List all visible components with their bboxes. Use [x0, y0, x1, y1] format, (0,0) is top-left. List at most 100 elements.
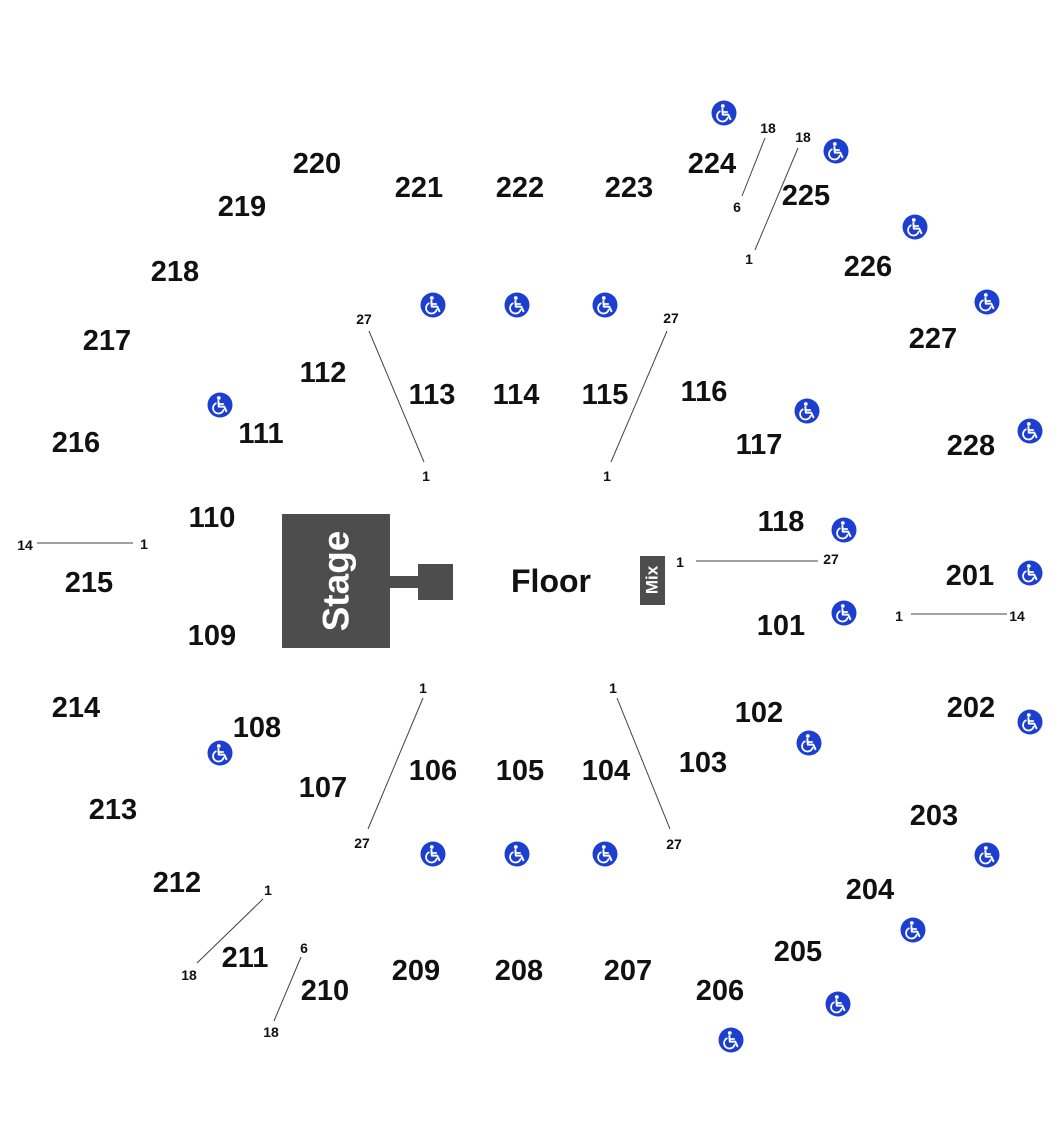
wheelchair-accessible-icon[interactable]	[973, 288, 1001, 316]
row-label-116-top: 27	[663, 310, 679, 326]
row-label-210-top: 6	[300, 940, 308, 956]
wheelchair-accessible-icon[interactable]	[419, 291, 447, 319]
section-223[interactable]: 223	[605, 172, 653, 204]
section-106[interactable]: 106	[409, 755, 457, 787]
row-label-212-top: 1	[264, 882, 272, 898]
mix-label: Mix	[643, 565, 662, 594]
section-204[interactable]: 204	[846, 874, 894, 906]
section-221[interactable]: 221	[395, 172, 443, 204]
section-206[interactable]: 206	[696, 975, 744, 1007]
section-116[interactable]: 116	[681, 376, 728, 408]
row-label-224-bottom: 6	[733, 199, 741, 215]
section-207[interactable]: 207	[604, 955, 652, 987]
section-113[interactable]: 113	[409, 379, 456, 411]
wheelchair-accessible-icon[interactable]	[830, 516, 858, 544]
row-line-106	[367, 697, 424, 830]
section-107[interactable]: 107	[299, 772, 347, 804]
section-205[interactable]: 205	[774, 936, 822, 968]
section-101[interactable]: 101	[757, 610, 805, 642]
section-226[interactable]: 226	[844, 251, 892, 283]
section-224[interactable]: 224	[688, 148, 736, 180]
stage-label: Stage	[316, 531, 357, 632]
section-220[interactable]: 220	[293, 148, 341, 180]
stage-platform	[282, 514, 390, 648]
section-108[interactable]: 108	[233, 712, 281, 744]
section-214[interactable]: 214	[52, 692, 100, 724]
section-104[interactable]: 104	[582, 755, 630, 787]
wheelchair-accessible-icon[interactable]	[419, 840, 447, 868]
section-201[interactable]: 201	[946, 560, 994, 592]
section-118[interactable]: 118	[758, 506, 805, 538]
row-label-113-bottom: 1	[422, 468, 430, 484]
stage[interactable]: Stage	[282, 514, 453, 648]
wheelchair-accessible-icon[interactable]	[1016, 559, 1044, 587]
section-105[interactable]: 105	[496, 755, 544, 787]
section-208[interactable]: 208	[495, 955, 543, 987]
section-216[interactable]: 216	[52, 427, 100, 459]
wheelchair-accessible-icon[interactable]	[824, 990, 852, 1018]
row-line-113	[368, 330, 425, 463]
section-227[interactable]: 227	[909, 323, 957, 355]
row-label-212-bottom: 18	[181, 967, 197, 983]
row-label-210-bottom: 18	[263, 1024, 279, 1040]
section-203[interactable]: 203	[910, 800, 958, 832]
section-217[interactable]: 217	[83, 325, 131, 357]
row-label-116-bottom: 1	[603, 468, 611, 484]
row-line-210	[273, 956, 302, 1022]
section-218[interactable]: 218	[151, 256, 199, 288]
row-line-225	[754, 147, 799, 251]
section-225[interactable]: 225	[782, 180, 830, 212]
wheelchair-accessible-icon[interactable]	[973, 841, 1001, 869]
wheelchair-accessible-icon[interactable]	[503, 840, 531, 868]
floor-label[interactable]: Floor	[511, 563, 591, 599]
wheelchair-accessible-icon[interactable]	[591, 291, 619, 319]
section-210[interactable]: 210	[301, 975, 349, 1007]
section-228[interactable]: 228	[947, 430, 995, 462]
section-209[interactable]: 209	[392, 955, 440, 987]
section-109[interactable]: 109	[188, 620, 236, 652]
row-label-201-left: 1	[895, 608, 903, 624]
row-indicators: 18 6 18 1 27 1 27 1 14 1 1 27 1 14 1 27 …	[17, 120, 1025, 1040]
wheelchair-accessible-icon[interactable]	[822, 137, 850, 165]
section-117[interactable]: 117	[736, 429, 783, 461]
row-label-103-top: 1	[609, 680, 617, 696]
wheelchair-accessible-icon[interactable]	[899, 916, 927, 944]
section-215[interactable]: 215	[65, 567, 113, 599]
section-102[interactable]: 102	[735, 697, 783, 729]
wheelchair-accessible-icon[interactable]	[591, 840, 619, 868]
section-213[interactable]: 213	[89, 794, 137, 826]
section-202[interactable]: 202	[947, 692, 995, 724]
section-112[interactable]: 112	[300, 357, 347, 389]
wheelchair-accessible-icon[interactable]	[710, 99, 738, 127]
row-line-116	[610, 330, 668, 463]
section-115[interactable]: 115	[582, 379, 629, 411]
section-219[interactable]: 219	[218, 191, 266, 223]
wheelchair-accessible-icon[interactable]	[901, 213, 929, 241]
wheelchair-accessible-icon[interactable]	[1016, 708, 1044, 736]
wheelchair-accessible-icon[interactable]	[206, 739, 234, 767]
wheelchair-accessible-icon[interactable]	[795, 729, 823, 757]
section-211[interactable]: 211	[222, 942, 269, 974]
section-114[interactable]: 114	[493, 379, 540, 411]
row-label-215-right: 1	[140, 536, 148, 552]
section-222[interactable]: 222	[496, 172, 544, 204]
row-label-118-right: 27	[823, 551, 839, 567]
wheelchair-accessible-icon[interactable]	[503, 291, 531, 319]
wheelchair-accessible-icon[interactable]	[717, 1026, 745, 1054]
row-label-224-top: 18	[760, 120, 776, 136]
wheelchair-accessible-icon[interactable]	[206, 391, 234, 419]
section-110[interactable]: 110	[189, 502, 236, 534]
row-label-225-top: 18	[795, 129, 811, 145]
wheelchair-accessible-icon[interactable]	[1016, 417, 1044, 445]
section-111[interactable]: 111	[238, 418, 283, 450]
row-label-113-top: 27	[356, 311, 372, 327]
wheelchair-accessible-icon[interactable]	[793, 397, 821, 425]
section-212[interactable]: 212	[153, 867, 201, 899]
mix-position: Mix	[640, 556, 665, 605]
section-103[interactable]: 103	[679, 747, 727, 779]
stage-runway	[390, 576, 420, 588]
mix-booth	[640, 556, 665, 605]
upper-level-sections: 220 221 222 223 224 225 219 218 217 216 …	[52, 148, 995, 1007]
wheelchair-accessible-icon[interactable]	[830, 599, 858, 627]
row-line-212	[196, 898, 264, 964]
